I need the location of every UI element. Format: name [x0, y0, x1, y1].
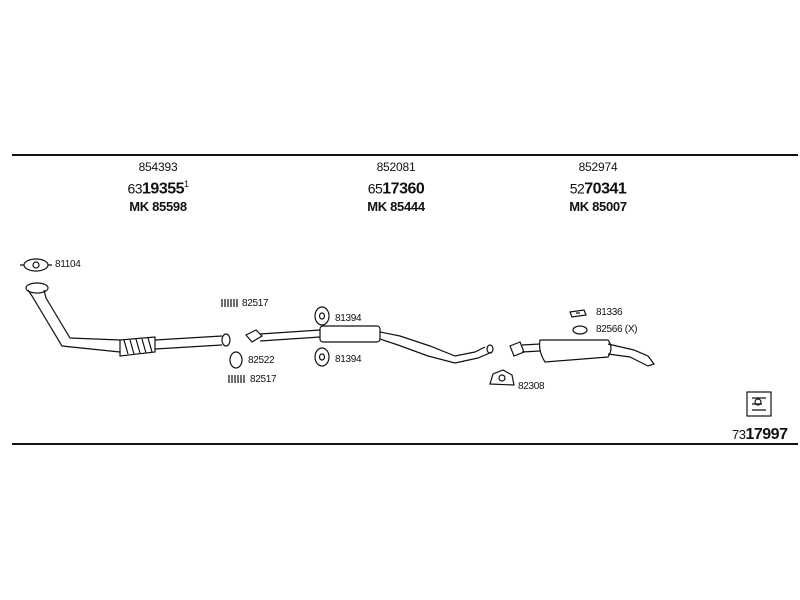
- catalog-number: 7317997: [732, 426, 788, 443]
- section-part-number: 6517360: [367, 180, 425, 198]
- section-rear-silencer: 852974 5270341 MK 85007: [528, 160, 668, 214]
- section-part-number: 5270341: [569, 180, 627, 198]
- part-label-81394-top: 81394: [335, 313, 362, 324]
- clamp-82517-top-icon: [221, 299, 238, 307]
- gasket-81104-icon: [20, 258, 52, 272]
- section-mk-code: MK 85007: [569, 199, 627, 215]
- seal-ring-82522-icon: [229, 351, 243, 369]
- section-mk-code: MK 85444: [367, 199, 425, 215]
- bracket-81336-icon: [569, 309, 587, 318]
- section-middle-silencer: 852081 6517360 MK 85444: [326, 160, 466, 214]
- part-label-82522: 82522: [248, 355, 275, 366]
- rear-silencer-icon: [509, 339, 655, 367]
- part-label-81104: 81104: [55, 259, 81, 270]
- rubber-mount-81394-top-icon: [314, 306, 330, 326]
- clamp-82517-bottom-icon: [228, 375, 245, 383]
- part-label-81394-bottom: 81394: [335, 354, 362, 365]
- top-divider: [12, 154, 798, 156]
- part-label-81336: 81336: [596, 307, 623, 318]
- part-label-82566: 82566 (X): [596, 324, 638, 335]
- front-pipe-icon: [25, 282, 231, 357]
- section-mk-code: MK 85598: [129, 199, 187, 215]
- rubber-mount-81394-bottom-icon: [314, 347, 330, 367]
- section-ref-number: 852974: [578, 160, 618, 174]
- section-ref-number: 854393: [138, 160, 178, 174]
- hanger-82308-icon: [489, 369, 515, 386]
- catalog-logo-icon: [746, 391, 772, 417]
- part-label-82517-bottom: 82517: [250, 374, 277, 385]
- ring-82566-icon: [572, 325, 588, 335]
- section-part-number: 63193551: [127, 179, 189, 198]
- section-ref-number: 852081: [376, 160, 416, 174]
- part-label-82308: 82308: [518, 381, 545, 392]
- bottom-divider: [12, 443, 798, 445]
- section-front-pipe: 854393 63193551 MK 85598: [88, 160, 228, 214]
- part-label-82517-top: 82517: [242, 298, 269, 309]
- middle-silencer-icon: [245, 325, 494, 364]
